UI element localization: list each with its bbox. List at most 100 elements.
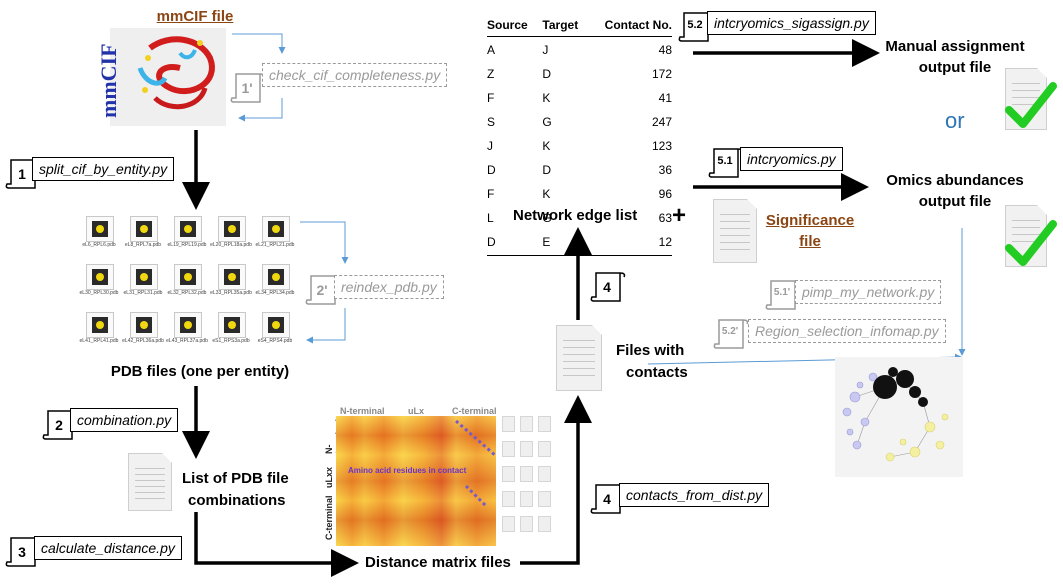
column-header-target: Target (542, 18, 593, 37)
matrix-file-thumbnail (502, 516, 515, 532)
arrow-step4a (520, 395, 592, 565)
pdb-file-item[interactable]: eS1_RPS3a.pdb (212, 310, 250, 346)
source-cell: F (487, 186, 495, 201)
pdb-file-label: eL31_RPL31.pdb (123, 290, 163, 296)
arrow-from-check-cif (238, 98, 283, 122)
pdb-file-label: eL19_RPL19.pdb (167, 242, 207, 248)
contact-annotation: Amino acid residues in contact (348, 466, 467, 475)
split-cif-by-entity-script[interactable]: split_cif_by_entity.py (32, 157, 175, 181)
source-cell: D (487, 234, 496, 249)
target-cell: D (542, 66, 552, 81)
significance-document-icon (713, 199, 757, 263)
protein-structure-icon (137, 36, 215, 110)
intcryomics-sigassign-script[interactable]: intcryomics_sigassign.py (707, 11, 876, 35)
pdb-file-label: eL6_RPL6.pdb (82, 242, 116, 248)
source-cell: S (487, 114, 496, 129)
matrix-file-thumbnail (502, 491, 515, 507)
pdb-file-icon (218, 216, 246, 242)
pdb-file-icon (174, 264, 202, 290)
matrix-file-thumbnail (502, 441, 515, 457)
source-cell: D (487, 162, 496, 177)
table-row: D E 12 (487, 229, 672, 253)
checkmark-icon (1005, 220, 1057, 266)
contacts-document-icon (556, 325, 602, 391)
calculate-distance-script[interactable]: calculate_distance.py (34, 536, 182, 560)
contact-no-cell: 48 (658, 42, 672, 57)
matrix-file-thumbnail (520, 441, 533, 457)
column-header-contact-no: Contact No. (592, 18, 672, 37)
intcryomics-script[interactable]: intcryomics.py (740, 147, 843, 171)
reindex-pdb-script[interactable]: reindex_pdb.py (334, 275, 444, 299)
pdb-file-item[interactable]: eL30_RPL30.pdb (80, 262, 118, 298)
target-cell: K (542, 186, 551, 201)
network-visualization-image (835, 357, 963, 477)
source-cell: Z (487, 66, 495, 81)
pdb-file-label: eL30_RPL30.pdb (79, 290, 119, 296)
pdb-file-item[interactable]: eL8_RPL7a.pdb (125, 214, 162, 250)
pdb-file-item[interactable]: eL19_RPL19.pdb (168, 214, 206, 250)
matrix-file-thumbnail (520, 491, 533, 507)
step-5-2-prime-icon: 5.2' (713, 316, 751, 354)
matrix-file-thumbnail (538, 441, 551, 457)
source-cell: L (487, 210, 494, 225)
target-cell: E (542, 234, 551, 249)
pdb-file-label: eL42_RPL36a.pdb (122, 338, 164, 344)
pdb-file-icon (86, 216, 114, 242)
column-header-source: Source (487, 18, 543, 37)
contact-no-cell: 41 (658, 90, 672, 105)
pdb-file-icon (218, 312, 246, 338)
matrix-file-thumbnail (502, 466, 515, 482)
pdb-file-item[interactable]: eL33_RPL35a.pdb (210, 262, 252, 298)
table-row: Z D 172 (487, 61, 672, 85)
pdb-file-label: eL8_RPL7a.pdb (124, 242, 162, 248)
matrix-file-thumbnail (520, 416, 533, 432)
target-cell: K (542, 90, 551, 105)
pdb-file-item[interactable]: eL20_RPL18a.pdb (210, 214, 252, 250)
pimp-my-network-script[interactable]: pimp_my_network.py (795, 280, 942, 304)
pdb-file-item[interactable]: eL21_RPL21.pdb (256, 214, 294, 250)
or-label: or (945, 108, 965, 133)
pdb-file-label: eL20_RPL18a.pdb (210, 242, 252, 248)
check-cif-completeness-script[interactable]: check_cif_completeness.py (262, 63, 448, 87)
network-graph-icon (842, 367, 949, 462)
matrix-file-thumbnail (538, 466, 551, 482)
source-cell: A (487, 42, 496, 57)
pdb-file-item[interactable]: eL34_RPL34.pdb (256, 262, 294, 298)
contact-no-cell: 12 (658, 234, 672, 249)
pdb-file-icon (174, 216, 202, 242)
contact-no-cell: 96 (658, 186, 672, 201)
combination-script[interactable]: combination.py (70, 408, 179, 432)
pdb-file-item[interactable]: eS4_RPS4.pdb (258, 310, 294, 346)
pdb-file-item[interactable]: eL31_RPL31.pdb (124, 262, 162, 298)
edge-list-header-row: Source Target Contact No. (487, 18, 672, 37)
mmcif-logo: mmCIF (96, 43, 121, 118)
arrow-from-reindex (306, 308, 346, 344)
pdb-file-icon (130, 312, 158, 338)
pdb-file-label: eL33_RPL35a.pdb (210, 290, 252, 296)
arrow-step3 (194, 512, 359, 577)
target-cell: J (542, 42, 549, 57)
contact-no-cell: 172 (651, 66, 672, 81)
pdb-file-item[interactable]: eL41_RPL41.pdb (80, 310, 118, 346)
checkmark-icon (1005, 82, 1057, 128)
pdb-file-label: eL21_RPL21.pdb (255, 242, 295, 248)
table-row: F K 96 (487, 181, 672, 205)
pdb-file-icon (130, 216, 158, 242)
contacts-from-dist-script[interactable]: contacts_from_dist.py (619, 483, 770, 507)
pdb-file-item[interactable]: eL43_RPL37a.pdb (166, 310, 208, 346)
pdb-file-item[interactable]: eL42_RPL36a.pdb (122, 310, 164, 346)
pdb-file-item[interactable]: eL32_RPL32.pdb (168, 262, 206, 298)
pdb-files-caption: PDB files (one per entity) (110, 363, 290, 380)
pdb-file-icon (174, 312, 202, 338)
pdb-file-item[interactable]: eL6_RPL6.pdb (82, 214, 118, 250)
contact-no-cell: 247 (651, 114, 672, 129)
target-cell: D (542, 162, 552, 177)
contacts-label: Files with contacts (616, 342, 688, 381)
pdb-file-icon (262, 312, 290, 338)
pdb-file-icon (86, 312, 114, 338)
combinations-document-icon (128, 453, 172, 511)
region-selection-infomap-script[interactable]: Region_selection_infomap.py (748, 319, 946, 343)
